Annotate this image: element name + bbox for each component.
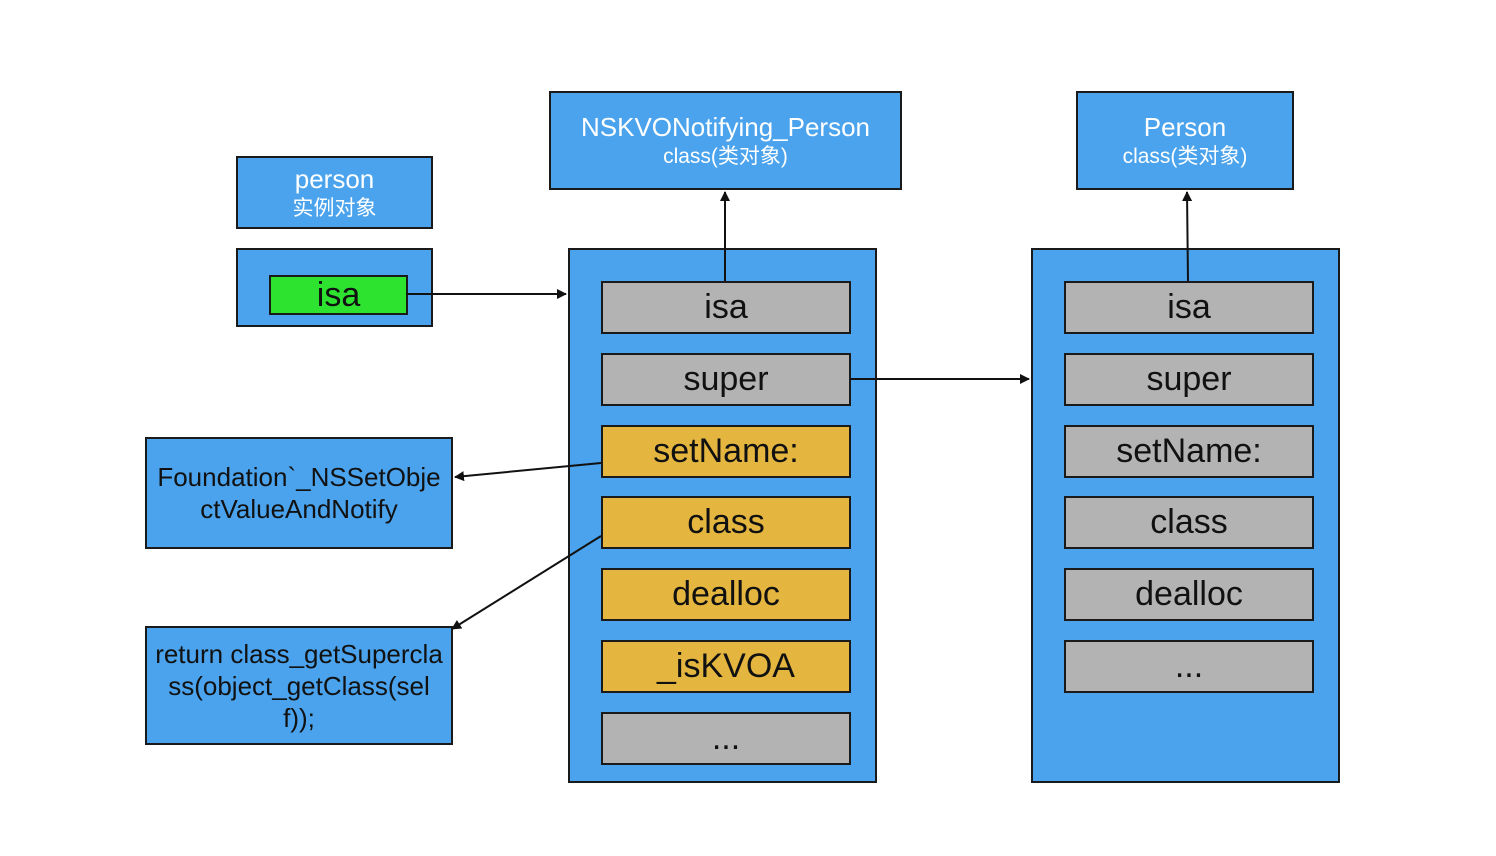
kvo-class-header: NSKVONotifying_Person class(类对象): [549, 91, 902, 190]
person-slot-dealloc: dealloc: [1064, 568, 1314, 621]
person-isa-slot: isa: [269, 275, 408, 315]
arrow-person-isa-to-person-header: [1182, 191, 1193, 282]
arrow-setname-to-impl: [454, 462, 602, 482]
kvo-class-subtitle: class(类对象): [663, 144, 788, 168]
person-slot-class: class: [1064, 496, 1314, 549]
person-class-body: isa super setName: class dealloc ...: [1031, 248, 1340, 783]
kvo-class-body: isa super setName: class dealloc _isKVOA…: [568, 248, 877, 783]
person-class-subtitle: class(类对象): [1122, 144, 1248, 168]
person-slot-setname: setName:: [1064, 425, 1314, 478]
class-impl-note: return class_getSuperclass(object_getCla…: [145, 626, 453, 745]
kvo-slot-iskvoa: _isKVOA: [601, 640, 851, 693]
kvo-slot-dealloc: dealloc: [601, 568, 851, 621]
kvo-slot-setname: setName:: [601, 425, 851, 478]
person-slot-super: super: [1064, 353, 1314, 406]
setname-impl-note: Foundation`_NSSetObjectValueAndNotify: [145, 437, 453, 549]
arrow-class-to-impl: [451, 535, 602, 630]
person-class-header: Person class(类对象): [1076, 91, 1294, 190]
kvo-slot-class: class: [601, 496, 851, 549]
kvo-slot-more: ...: [601, 712, 851, 765]
person-instance-body: isa: [236, 248, 433, 327]
person-class-title: Person: [1143, 111, 1227, 142]
person-slot-more: ...: [1064, 640, 1314, 693]
person-instance-label: 实例对象: [292, 196, 377, 220]
kvo-slot-isa: isa: [601, 281, 851, 334]
kvo-class-title: NSKVONotifying_Person: [580, 111, 871, 142]
person-instance-name: person: [294, 163, 375, 194]
person-instance-header: person 实例对象: [236, 156, 433, 229]
person-slot-isa: isa: [1064, 281, 1314, 334]
